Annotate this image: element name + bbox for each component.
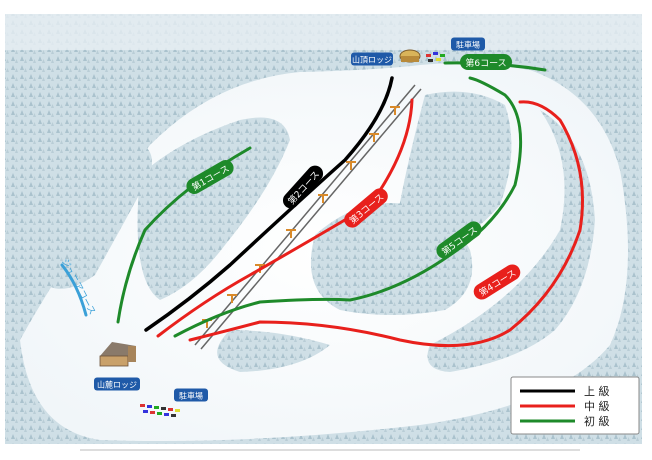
sky-haze — [5, 14, 642, 50]
base-lodge-icon — [99, 342, 136, 367]
ski-lift[interactable] — [194, 84, 422, 350]
course-3-line[interactable] — [156, 98, 414, 338]
parking-top-badge[interactable]: 駐車場 — [451, 37, 485, 51]
parking-bottom-badge[interactable]: 駐車場 — [174, 388, 208, 402]
course-4-line[interactable] — [188, 100, 584, 348]
kids-course-line[interactable] — [60, 263, 88, 317]
parking-bottom-label: 駐車場 — [179, 391, 203, 401]
course-6-badge[interactable]: 第6コース — [460, 54, 512, 70]
snow-slopes — [20, 63, 628, 441]
legend-label-expert: 上 級 — [584, 385, 610, 398]
legend-label-beginner: 初 級 — [584, 414, 610, 428]
base-lodge-label: 山麓ロッジ — [97, 380, 137, 390]
course-6-label: 第6コース — [465, 57, 506, 69]
bottom-parking-cars — [140, 404, 180, 417]
parking-top-label: 駐車場 — [456, 40, 480, 50]
base-lodge-badge[interactable]: 山麓ロッジ — [94, 377, 140, 391]
legend: 上 級 中 級 初 級 — [510, 376, 640, 435]
legend-label-intermediate: 中 級 — [584, 400, 610, 413]
summit-lodge-icon — [399, 49, 421, 63]
course-2-line[interactable] — [144, 76, 394, 332]
summit-parking-cars — [426, 52, 445, 62]
summit-lodge-badge[interactable]: 山頂ロッジ — [351, 52, 393, 66]
summit-lodge-label: 山頂ロッジ — [352, 55, 392, 65]
